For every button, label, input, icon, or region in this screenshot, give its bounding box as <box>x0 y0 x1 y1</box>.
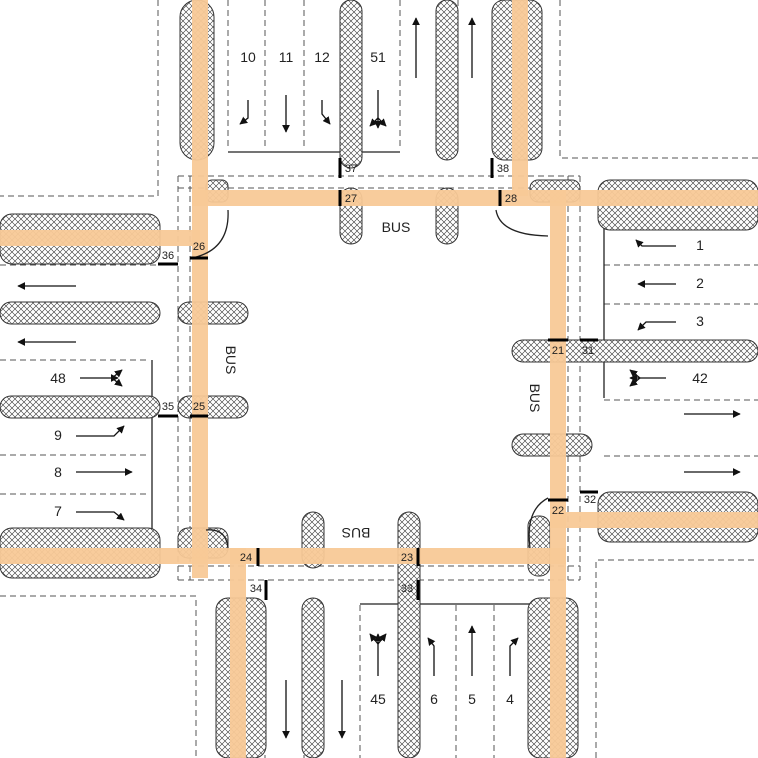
lane-numbers: 10 11 12 51 1 2 3 42 48 9 8 7 45 6 5 4 <box>50 49 708 707</box>
signal-numbers: 21 22 23 24 25 26 27 28 31 32 33 34 35 3… <box>162 163 596 595</box>
lane-number: 8 <box>54 464 62 480</box>
signal-number: 22 <box>552 505 564 517</box>
signal-number: 38 <box>497 163 509 175</box>
signal-number: 21 <box>552 345 564 357</box>
signal-number: 23 <box>401 552 413 564</box>
lane-number: 6 <box>430 691 438 707</box>
bus-label-east: BUS <box>527 384 543 413</box>
signal-number: 33 <box>401 583 413 595</box>
lane-number: 51 <box>370 49 386 65</box>
signal-number: 34 <box>250 583 262 595</box>
bus-label-south: BUS <box>342 525 371 541</box>
signal-number: 35 <box>162 401 174 413</box>
lane-number: 42 <box>692 370 708 386</box>
lane-arrows <box>17 17 741 739</box>
signal-number: 27 <box>345 193 357 205</box>
stop-lines <box>151 151 605 605</box>
lane-number: 11 <box>279 49 294 65</box>
signal-heads <box>158 158 598 600</box>
signal-number: 26 <box>193 241 205 253</box>
signal-number: 25 <box>193 401 205 413</box>
lane-number: 9 <box>54 427 62 443</box>
lane-number: 2 <box>696 275 704 291</box>
lane-number: 5 <box>468 691 476 707</box>
lane-number: 45 <box>370 691 386 707</box>
corner-curbs <box>191 209 549 549</box>
bus-labels: BUS BUS BUS BUS <box>223 219 543 541</box>
lane-number: 10 <box>240 49 256 65</box>
signal-number: 32 <box>584 494 596 506</box>
signal-number: 37 <box>345 163 357 175</box>
signal-number: 24 <box>240 552 252 564</box>
lane-number: 4 <box>506 691 514 707</box>
lane-number: 7 <box>54 503 62 519</box>
lane-number: 3 <box>696 313 704 329</box>
signal-number: 31 <box>582 345 594 357</box>
signal-number: 36 <box>162 250 174 262</box>
lane-number: 12 <box>314 49 330 65</box>
signal-number: 28 <box>505 193 517 205</box>
bus-label-west: BUS <box>223 346 239 375</box>
lane-number: 1 <box>696 237 704 253</box>
lane-number: 48 <box>50 370 66 386</box>
bus-label-north: BUS <box>382 219 411 235</box>
